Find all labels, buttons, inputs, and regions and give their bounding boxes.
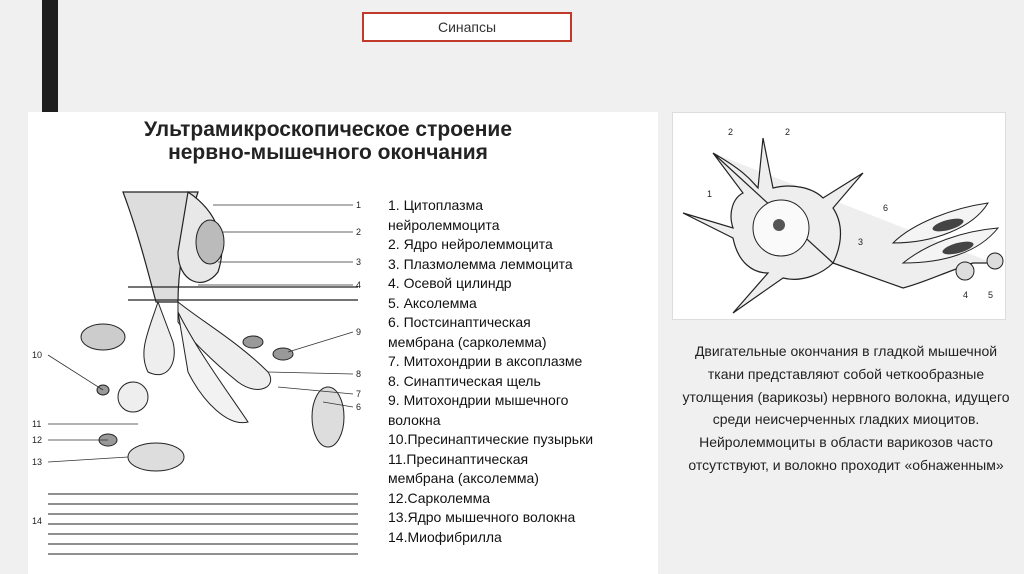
smooth-muscle-innervation-illustration: 2 2 1 6 3 4 5 xyxy=(673,113,1005,319)
legend-item: 1. Цитоплазма нейролеммоцита xyxy=(388,196,656,235)
label-1: 1 xyxy=(356,200,361,210)
legend-item: 9. Митохондрии мышечного волокна xyxy=(388,391,656,430)
label-9: 9 xyxy=(356,327,361,337)
figure-label-6: 6 xyxy=(883,203,888,213)
neuron-nucleolus xyxy=(773,219,785,231)
label-10: 10 xyxy=(32,350,42,360)
figure-label-5: 5 xyxy=(988,290,993,300)
label-6: 6 xyxy=(356,402,361,412)
muscle-mitochondrion xyxy=(81,324,125,350)
neuromuscular-junction-illustration: 10 11 12 13 14 1 2 3 4 9 8 7 6 xyxy=(28,172,378,572)
label-14: 14 xyxy=(32,516,42,526)
muscle-mitochondrion xyxy=(312,387,344,447)
myofibril-lines xyxy=(48,494,358,554)
legend-item: 14.Миофибрилла xyxy=(388,528,656,548)
diagram-panel: Ультрамикроскопическое строение нервно-м… xyxy=(28,112,658,574)
legend-item: 2. Ядро нейролеммоцита xyxy=(388,235,656,255)
diagram-title-line2: нервно-мышечного окончания xyxy=(68,141,588,164)
label-11: 11 xyxy=(32,419,41,429)
neuron-figure-panel: 2 2 1 6 3 4 5 xyxy=(672,112,1006,320)
label-12: 12 xyxy=(32,435,42,445)
varicosity xyxy=(987,253,1003,269)
legend-item: 5. Аксолемма xyxy=(388,294,656,314)
legend-item: 8. Синаптическая щель xyxy=(388,372,656,392)
label-13: 13 xyxy=(32,457,42,467)
muscle-mitochondrion xyxy=(273,348,293,360)
label-3: 3 xyxy=(356,257,361,267)
slide-title: Синапсы xyxy=(438,19,496,35)
legend-item: 7. Митохондрии в аксоплазме xyxy=(388,352,656,372)
legend-list: 1. Цитоплазма нейролеммоцита 2. Ядро ней… xyxy=(388,196,656,547)
legend-item: 3. Плазмолемма леммоцита xyxy=(388,255,656,275)
muscle-fiber-nucleus xyxy=(128,443,184,471)
legend-item: 6. Постсинаптическая мембрана (сарколемм… xyxy=(388,313,656,352)
label-2: 2 xyxy=(356,227,361,237)
terminal-branch-left xyxy=(144,302,174,375)
lemmocyte-nucleus xyxy=(196,220,224,264)
diagram-title: Ультрамикроскопическое строение нервно-м… xyxy=(68,118,588,164)
figure-label-3: 3 xyxy=(858,237,863,247)
description-text: Двигательные окончания в гладкой мышечно… xyxy=(678,340,1014,477)
figure-label-4: 4 xyxy=(963,290,968,300)
legend-item: 4. Осевой цилиндр xyxy=(388,274,656,294)
figure-label-1: 1 xyxy=(707,189,712,199)
diagram-title-line1: Ультрамикроскопическое строение xyxy=(68,118,588,141)
slide-title-box: Синапсы xyxy=(362,12,572,42)
muscle-mitochondrion xyxy=(243,336,263,348)
accent-bar xyxy=(42,0,58,114)
legend-item: 12.Сарколемма xyxy=(388,489,656,509)
figure-label-2b: 2 xyxy=(785,127,790,137)
figure-label-2a: 2 xyxy=(728,127,733,137)
legend-item: 11.Пресинаптическая мембрана (аксолемма) xyxy=(388,450,656,489)
varicosity xyxy=(956,262,974,280)
label-4: 4 xyxy=(356,280,361,290)
legend-item: 13.Ядро мышечного волокна xyxy=(388,508,656,528)
legend-item: 10.Пресинаптические пузырьки xyxy=(388,430,656,450)
label-7: 7 xyxy=(356,389,361,399)
presynaptic-vesicle-cluster xyxy=(118,382,148,412)
label-8: 8 xyxy=(356,369,361,379)
